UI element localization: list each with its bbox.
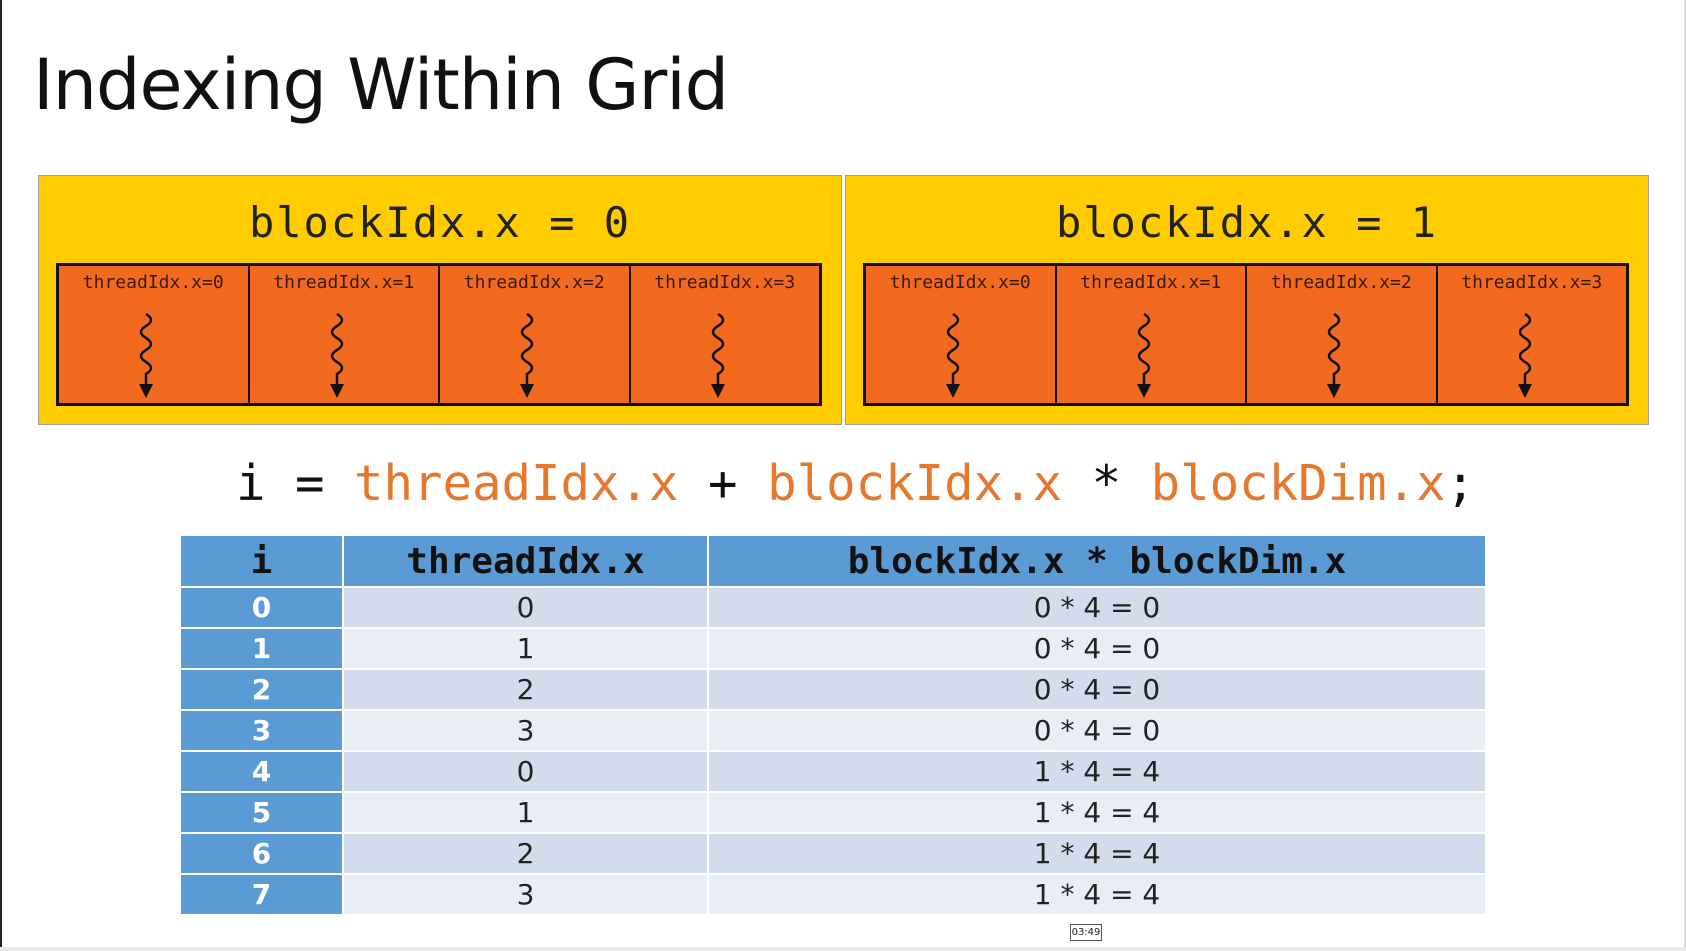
thread-cell: threadIdx.x=2 [1247,266,1438,403]
cell-block-offset: 1 * 4 = 4 [708,791,1485,833]
thread-cell: threadIdx.x=3 [1438,266,1627,403]
cell-block-offset: 1 * 4 = 4 [708,832,1485,874]
formula-times: * [1062,455,1151,512]
formula-thread-idx: threadIdx.x [354,455,679,512]
player-bottom-strip [0,947,1686,951]
thread-cell: threadIdx.x=3 [631,266,820,403]
cell-i: 6 [181,832,344,874]
thread-cell: threadIdx.x=1 [250,266,440,403]
cell-i: 1 [181,627,344,669]
cell-thread-idx: 3 [343,873,709,914]
formula-block-idx: blockIdx.x [767,455,1063,512]
cell-thread-idx: 1 [343,627,709,669]
table-row: 2 2 0 * 4 = 0 [181,668,1485,710]
thread-label: threadIdx.x=3 [654,272,796,293]
thread-cell: threadIdx.x=0 [59,266,250,403]
formula-equals: = [265,455,355,512]
thread-cell: threadIdx.x=0 [866,266,1057,403]
formula-lhs: i [236,455,266,512]
table-row: 6 2 1 * 4 = 4 [181,832,1485,874]
formula-semicolon: ; [1445,455,1476,512]
squiggly-arrow-icon [710,312,725,398]
cell-i: 2 [181,668,344,710]
header-i: i [181,536,344,587]
table-row: 1 1 0 * 4 = 0 [181,627,1485,669]
header-block-offset: blockIdx.x * blockDim.x [708,536,1485,587]
slide-left-border [0,0,2,951]
thread-cell: threadIdx.x=2 [440,266,631,403]
cell-thread-idx: 1 [343,791,709,833]
thread-label: threadIdx.x=2 [1270,272,1412,293]
cell-thread-idx: 3 [343,709,709,751]
formula-block-dim: blockDim.x [1150,455,1446,512]
index-formula: i = threadIdx.x + blockIdx.x * blockDim.… [236,455,1475,512]
table-row: 3 3 0 * 4 = 0 [181,709,1485,751]
cell-thread-idx: 2 [343,668,709,710]
formula-plus: + [678,455,768,512]
thread-label: threadIdx.x=3 [1461,272,1603,293]
table-row: 4 0 1 * 4 = 4 [181,750,1485,792]
cell-i: 3 [181,709,344,751]
cell-block-offset: 1 * 4 = 4 [708,873,1485,914]
squiggly-arrow-icon [1136,312,1151,398]
thread-label: threadIdx.x=0 [889,272,1031,293]
cell-block-offset: 1 * 4 = 4 [708,750,1485,792]
block-label: blockIdx.x = 0 [248,198,631,247]
table-header-row: i threadIdx.x blockIdx.x * blockDim.x [181,536,1485,587]
index-table: i threadIdx.x blockIdx.x * blockDim.x 0 … [181,536,1485,914]
slide-title: Indexing Within Grid [33,44,729,126]
header-thread-idx: threadIdx.x [343,536,709,587]
squiggly-arrow-icon [1517,312,1532,398]
thread-row: threadIdx.x=0 threadIdx.x=1 threadIdx.x=… [56,263,822,406]
table-row: 5 1 1 * 4 = 4 [181,791,1485,833]
thread-cell: threadIdx.x=1 [1057,266,1247,403]
thread-label: threadIdx.x=1 [273,272,415,293]
cell-i: 7 [181,873,344,914]
cell-thread-idx: 2 [343,832,709,874]
cell-thread-idx: 0 [343,586,709,628]
table-row: 0 0 0 * 4 = 0 [181,586,1485,628]
thread-label: threadIdx.x=1 [1080,272,1222,293]
squiggly-arrow-icon [139,312,154,398]
thread-label: threadIdx.x=2 [463,272,605,293]
thread-row: threadIdx.x=0 threadIdx.x=1 threadIdx.x=… [863,263,1629,406]
thread-label: threadIdx.x=0 [82,272,224,293]
block-1: blockIdx.x = 1 threadIdx.x=0 threadIdx.x… [845,175,1649,425]
cell-i: 4 [181,750,344,792]
video-timestamp-tooltip: 03:49 [1070,924,1102,941]
cell-i: 0 [181,586,344,628]
squiggly-arrow-icon [1327,312,1342,398]
squiggly-arrow-icon [329,312,344,398]
cell-block-offset: 0 * 4 = 0 [708,627,1485,669]
cell-block-offset: 0 * 4 = 0 [708,668,1485,710]
cell-block-offset: 0 * 4 = 0 [708,586,1485,628]
table-row: 7 3 1 * 4 = 4 [181,873,1485,914]
grid-diagram: blockIdx.x = 0 threadIdx.x=0 threadIdx.x… [38,175,1651,427]
cell-block-offset: 0 * 4 = 0 [708,709,1485,751]
squiggly-arrow-icon [520,312,535,398]
block-0: blockIdx.x = 0 threadIdx.x=0 threadIdx.x… [38,175,842,425]
cell-thread-idx: 0 [343,750,709,792]
slide-right-border [1684,0,1686,951]
block-label: blockIdx.x = 1 [1055,198,1438,247]
squiggly-arrow-icon [946,312,961,398]
cell-i: 5 [181,791,344,833]
